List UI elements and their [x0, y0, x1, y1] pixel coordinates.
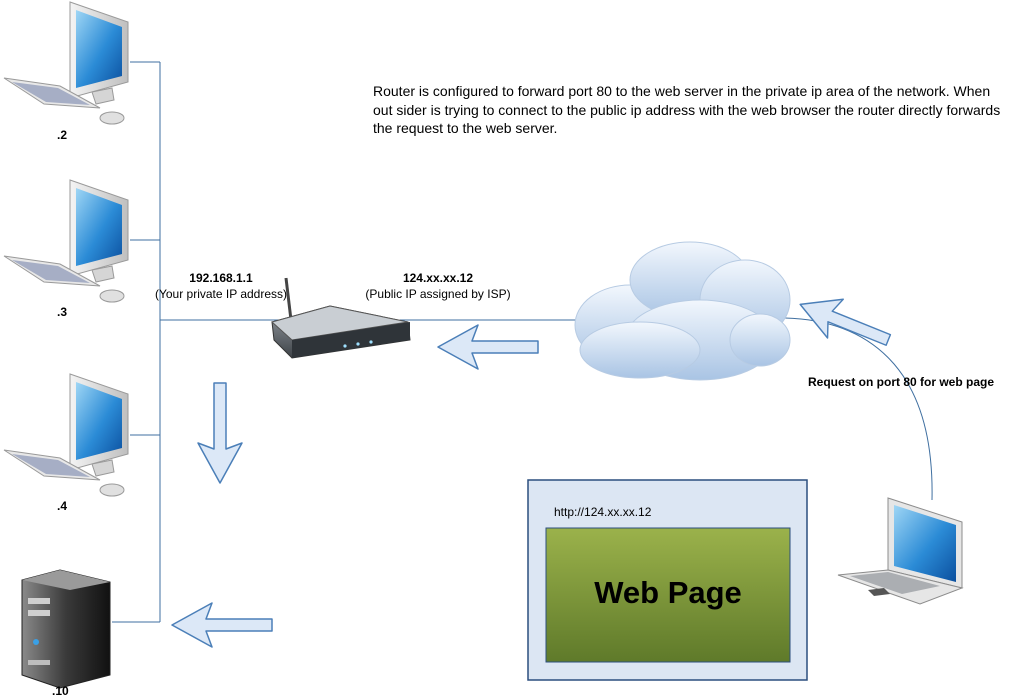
description-note: Router is configured to forward port 80 … — [373, 83, 1001, 136]
router-icon — [270, 277, 411, 359]
arrow-to-server — [171, 602, 273, 648]
desktop-computer-icon — [3, 179, 129, 303]
computer-label-4: .4 — [57, 499, 68, 513]
desktop-computer-icon — [3, 373, 129, 497]
arrow-down-to-server — [197, 382, 243, 484]
private-ip-label: 192.168.1.1 — [189, 271, 253, 285]
request-label: Request on port 80 for web page — [808, 375, 995, 389]
network-lines — [112, 61, 933, 623]
cloud-icon — [574, 241, 791, 381]
public-ip-caption: (Public IP assigned by ISP) — [365, 287, 511, 301]
public-ip-label: 124.xx.xx.12 — [402, 271, 474, 285]
browser-window — [527, 479, 808, 681]
browser-url: http://124.xx.xx.12 — [554, 505, 652, 519]
computer-label-3: .3 — [57, 305, 68, 319]
web-page-title: Web Page — [594, 575, 742, 610]
server-label: .10 — [52, 684, 69, 698]
computer-label-2: .2 — [57, 128, 68, 142]
arrow-cloud-to-router — [437, 324, 539, 370]
server-tower-icon — [21, 569, 111, 689]
arrow-laptop-to-cloud — [791, 284, 897, 361]
desktop-computer-icon — [3, 1, 129, 125]
laptop-icon — [837, 497, 964, 605]
private-ip-caption: (Your private IP address) — [154, 287, 288, 301]
